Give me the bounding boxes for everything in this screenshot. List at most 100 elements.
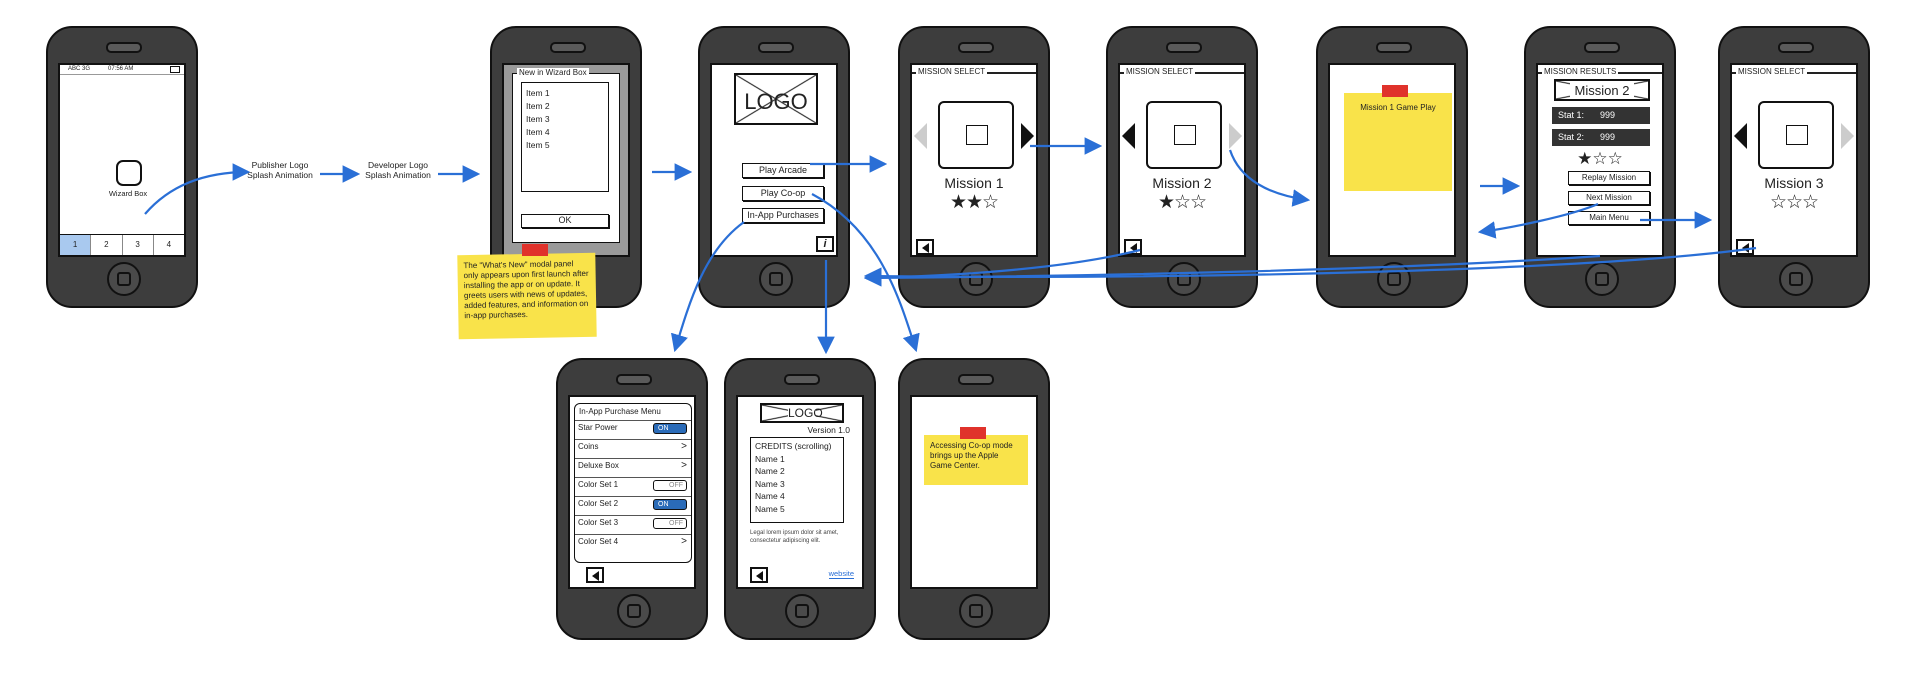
- sticky-tape: [960, 427, 986, 439]
- list-item: Name 5: [755, 503, 785, 514]
- table-row[interactable]: Coins>: [575, 439, 691, 454]
- home-button: [759, 262, 793, 296]
- home-button: [1167, 262, 1201, 296]
- list-item: Name 3: [755, 478, 785, 489]
- list-item: Name 4: [755, 491, 785, 501]
- color-set-2-toggle[interactable]: ON: [653, 499, 687, 510]
- mission-select-header: MISSION SELECT: [1736, 67, 1808, 76]
- main-menu-screen: LOGO Play Arcade Play Co-op In-App Purch…: [710, 63, 838, 257]
- mission-title: Mission 3: [1764, 175, 1824, 191]
- mission-title: Mission 2: [1152, 175, 1212, 191]
- next-mission-button[interactable]: Next Mission: [1568, 191, 1650, 205]
- app-icon-wizard-box[interactable]: [116, 160, 142, 186]
- arrow-iap-to-menu: [670, 221, 745, 353]
- next-mission-arrow[interactable]: [1229, 123, 1242, 149]
- phone-speaker: [1584, 42, 1620, 53]
- in-app-purchases-button[interactable]: In-App Purchases: [742, 208, 824, 223]
- next-mission-arrow[interactable]: [1841, 123, 1854, 149]
- main-menu-button[interactable]: Main Menu: [1568, 211, 1650, 225]
- color-set-1-toggle[interactable]: OFF: [653, 480, 687, 491]
- prev-mission-arrow[interactable]: [1734, 123, 1747, 149]
- phone-speaker: [106, 42, 142, 53]
- replay-mission-button[interactable]: Replay Mission: [1568, 171, 1650, 185]
- phone-speaker: [1376, 42, 1412, 53]
- table-row[interactable]: Deluxe Box>: [575, 458, 691, 473]
- battery-icon: [170, 66, 180, 73]
- iap-row-label: Deluxe Box: [578, 461, 619, 470]
- play-arcade-button[interactable]: Play Arcade: [742, 163, 824, 178]
- publisher-label-line1: Publisher Logo: [251, 160, 309, 170]
- star-power-toggle[interactable]: ON: [653, 423, 687, 434]
- table-row[interactable]: Color Set 3 OFF: [575, 515, 691, 530]
- mission-stars: ☆☆☆: [1769, 192, 1819, 213]
- iap-row-label: Color Set 3: [578, 518, 619, 527]
- table-row[interactable]: Color Set 4>: [575, 534, 691, 549]
- image-icon: [1174, 125, 1196, 145]
- prev-mission-arrow[interactable]: [1122, 123, 1135, 149]
- mission-thumbnail[interactable]: [938, 101, 1014, 169]
- info-button[interactable]: i: [816, 236, 834, 252]
- tab-2[interactable]: 2: [91, 235, 123, 255]
- image-icon: [966, 125, 988, 145]
- tab-bar: 1 2 3 4: [60, 234, 184, 255]
- mission-select-header: MISSION SELECT: [1124, 67, 1196, 76]
- tab-1[interactable]: 1: [60, 235, 92, 255]
- mission-thumbnail[interactable]: [1758, 101, 1834, 169]
- next-mission-arrow[interactable]: [1021, 123, 1034, 149]
- iap-row-label: Star Power: [578, 423, 618, 432]
- credits-screen: LOGO Version 1.0 CREDITS (scrolling) Nam…: [736, 395, 864, 589]
- mission-title: Mission 1: [944, 175, 1004, 191]
- list-item: Name 1: [755, 453, 785, 464]
- back-button[interactable]: [1124, 239, 1142, 255]
- mission-select-3-screen: MISSION SELECT Mission 3 ☆☆☆: [1730, 63, 1858, 257]
- back-button[interactable]: [586, 567, 604, 583]
- whats-new-screen: New in Wizard Box Item 1 Item 2 Item 3 I…: [502, 63, 630, 257]
- stat-1-value: 999: [1600, 110, 1616, 120]
- tab-3[interactable]: 3: [123, 235, 154, 255]
- table-row[interactable]: Star Power ON: [575, 420, 691, 435]
- play-coop-button[interactable]: Play Co-op: [742, 186, 824, 201]
- sticky-tape: [522, 244, 548, 256]
- stat-2-row: Stat 2: 999: [1552, 129, 1650, 146]
- website-link[interactable]: website: [828, 569, 854, 579]
- table-row[interactable]: Color Set 1 OFF: [575, 477, 691, 492]
- tab-4[interactable]: 4: [166, 240, 172, 249]
- coop-sticky-note: Accessing Co-op mode brings up the Apple…: [924, 435, 1028, 485]
- arrow-mission3-back: [863, 246, 1757, 285]
- mission-results-screen: MISSION RESULTS Mission 2 Stat 1: 999 St…: [1536, 63, 1664, 257]
- credits-box-title: CREDITS (scrolling): [755, 441, 832, 451]
- back-button[interactable]: [1736, 239, 1754, 255]
- list-item: Item 5: [526, 140, 550, 150]
- gameplay-note-text: Mission 1 Game Play: [1360, 103, 1436, 112]
- arrow-mission2-to-gameplay: [1228, 149, 1311, 207]
- prev-mission-arrow[interactable]: [914, 123, 927, 149]
- credits-logo: LOGO: [760, 403, 844, 423]
- iap-row-label: Coins: [578, 442, 599, 451]
- whats-new-title: New in Wizard Box: [517, 68, 589, 77]
- phone-speaker: [616, 374, 652, 385]
- gameplay-screen: Mission 1 Game Play: [1328, 63, 1456, 257]
- credits-logo-text: LOGO: [788, 406, 823, 420]
- coop-note-text: Accessing Co-op mode brings up the Apple…: [930, 441, 1013, 470]
- iap-row-label: Color Set 1: [578, 480, 619, 489]
- ok-button[interactable]: OK: [521, 214, 609, 228]
- phone-gameplay: Mission 1 Game Play: [1316, 26, 1468, 308]
- logo-text: LOGO: [744, 89, 808, 114]
- mission-stars: ★★☆: [949, 192, 999, 213]
- back-button[interactable]: [750, 567, 768, 583]
- phone-speaker: [958, 42, 994, 53]
- arrow-icon-to-publisher: [144, 163, 251, 215]
- version-text: Version 1.0: [807, 425, 850, 435]
- back-button[interactable]: [916, 239, 934, 255]
- phone-speaker: [550, 42, 586, 53]
- iap-row-label: Color Set 4: [578, 537, 619, 546]
- color-set-3-toggle[interactable]: OFF: [653, 518, 687, 529]
- mission-select-header: MISSION SELECT: [916, 67, 988, 76]
- mission-thumbnail[interactable]: [1146, 101, 1222, 169]
- toggle-state: OFF: [669, 482, 683, 489]
- stat-1-row: Stat 1: 999: [1552, 107, 1650, 124]
- arrow-mission2-back: [863, 248, 1141, 287]
- list-item: Name 2: [755, 466, 785, 476]
